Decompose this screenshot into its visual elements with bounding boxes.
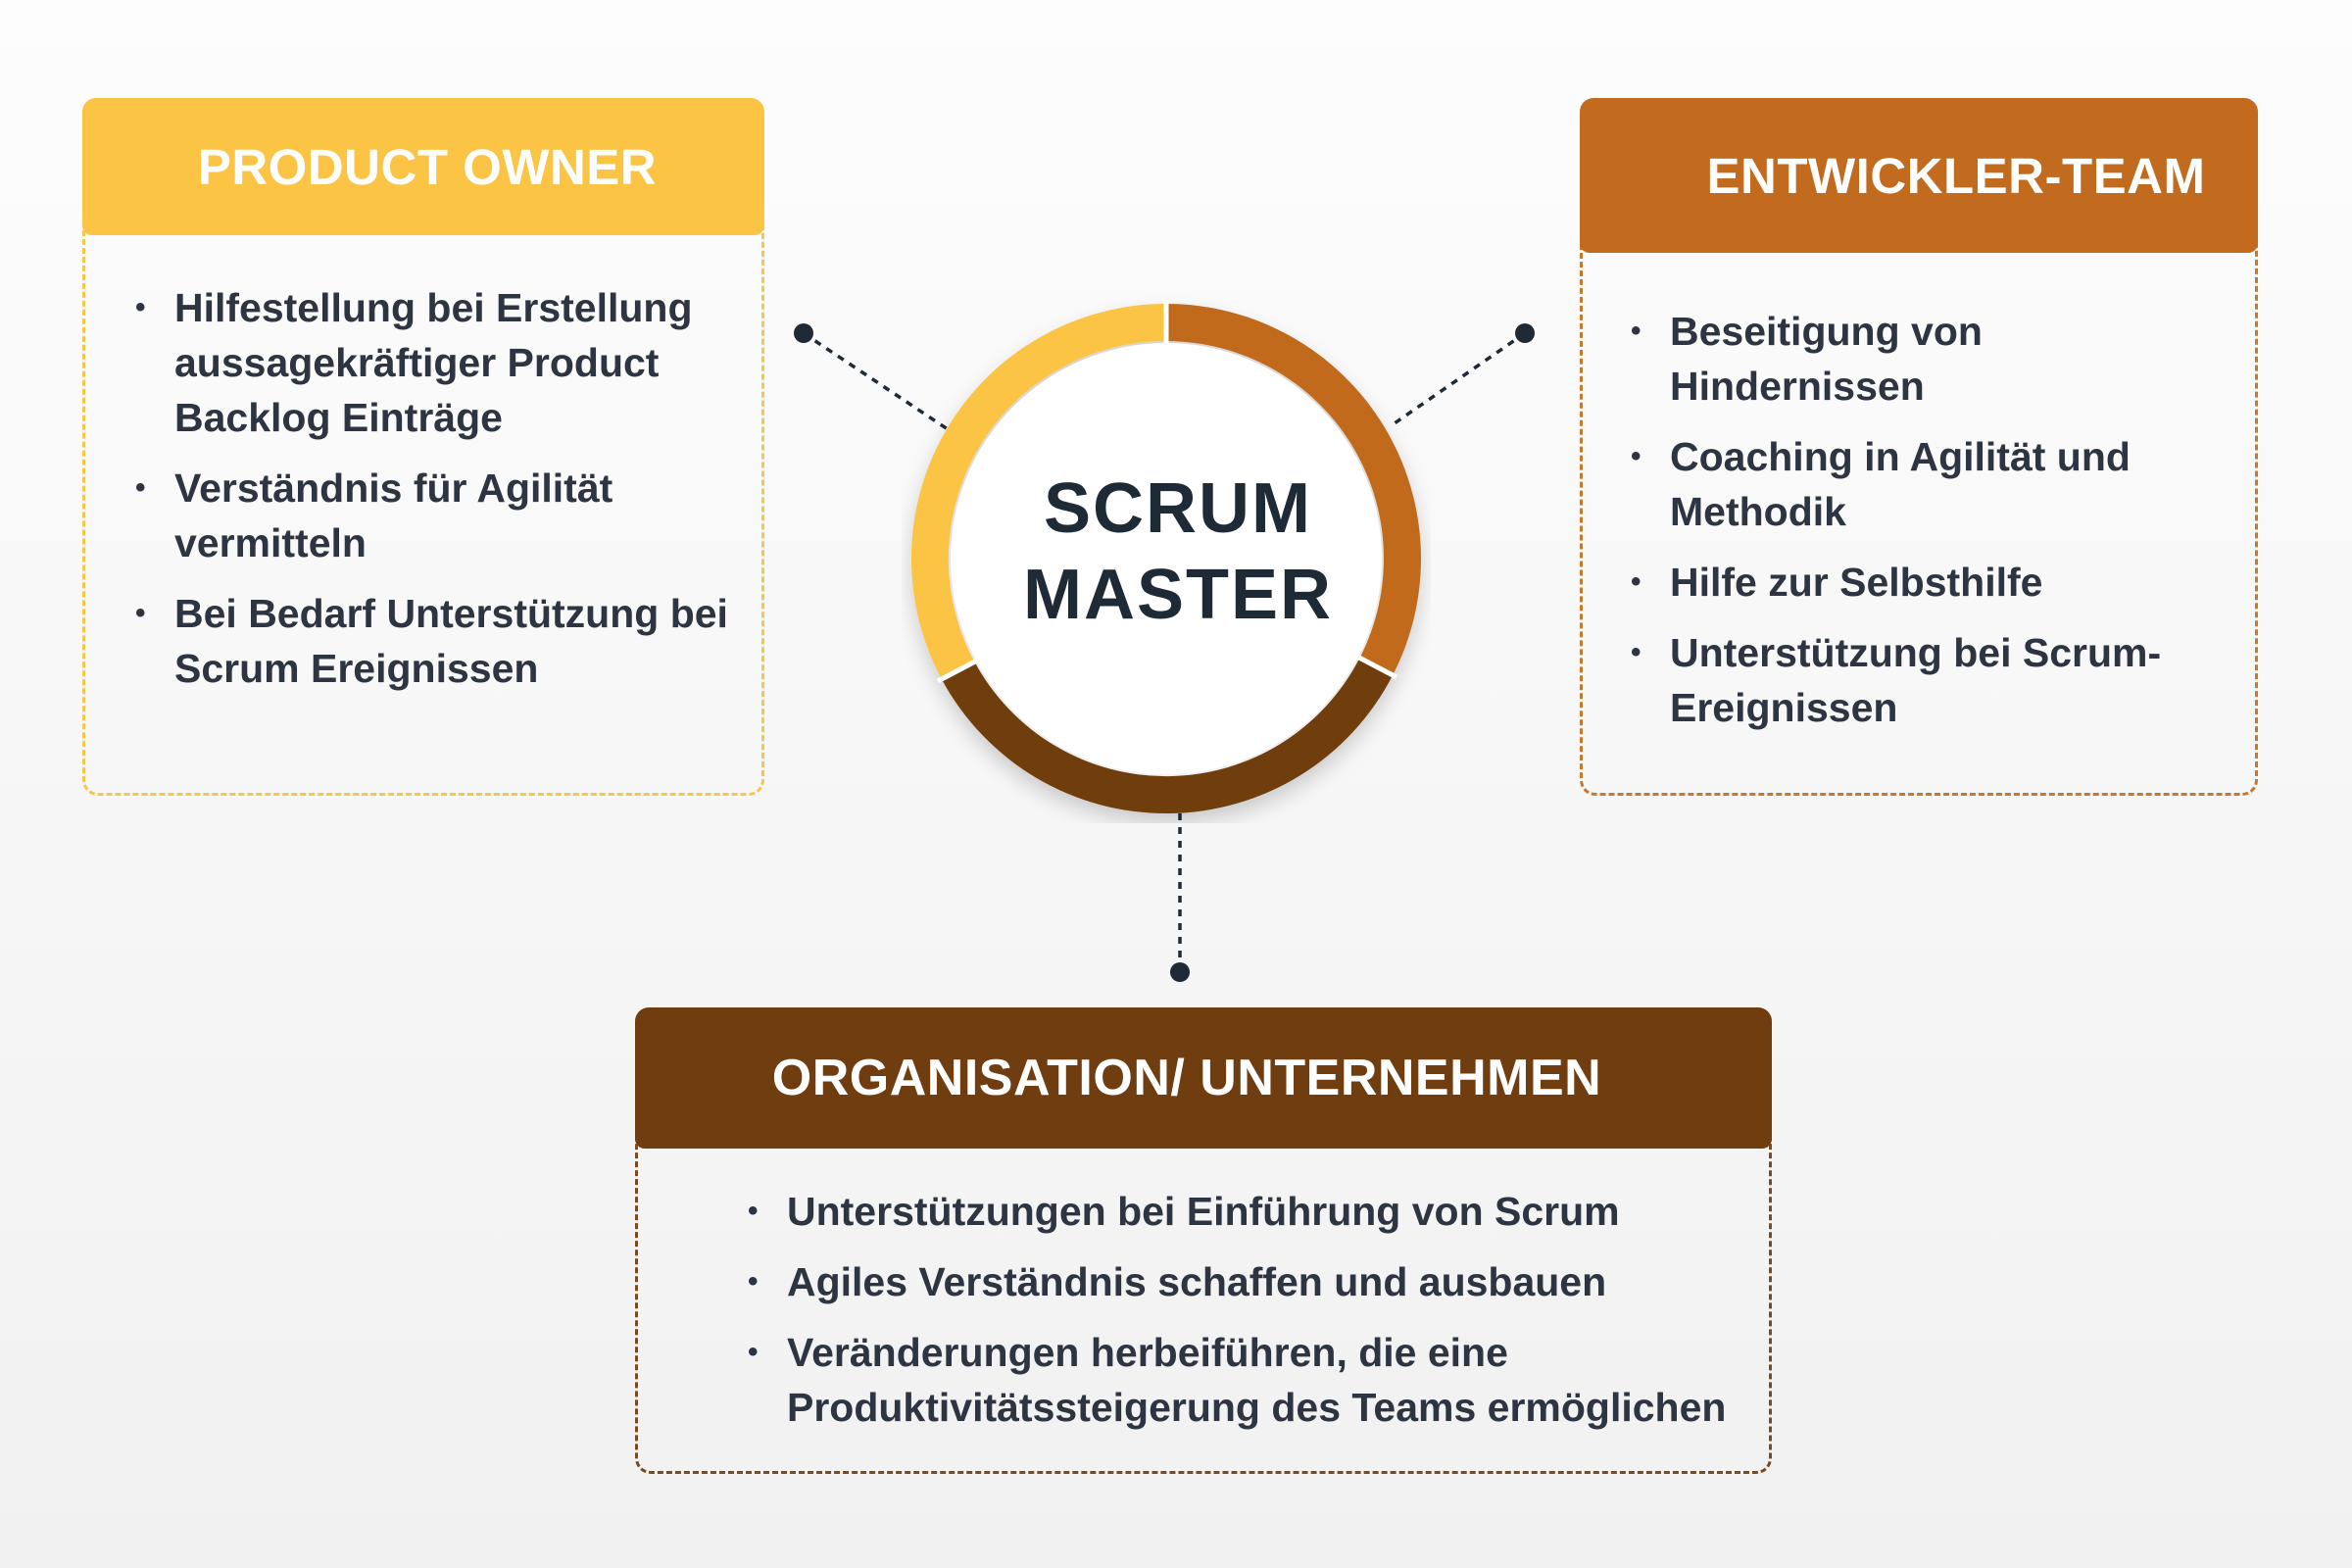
list-item: Hilfestellung bei Erstellung aussagekräf… <box>135 280 753 445</box>
list-item: Bei Bedarf Unterstützung bei Scrum Ereig… <box>135 586 753 696</box>
connector-product-owner <box>803 331 952 433</box>
scrum-master-ring <box>910 300 1422 814</box>
list-item: Unterstützung bei Scrum-Ereignissen <box>1631 625 2238 735</box>
connector-dot-product-owner <box>794 323 813 343</box>
ring-inner-disc <box>951 343 1382 774</box>
dev-team-card: ENTWICKLER-TEAM Beseitigung von Hinderni… <box>1580 98 2258 796</box>
ring-segment-yellow <box>910 304 1166 679</box>
organisation-card-body <box>635 1113 1772 1474</box>
ring-segment-orange <box>1166 304 1422 676</box>
product-owner-card: PRODUCT OWNER Hilfestellung bei Erstellu… <box>82 98 764 796</box>
dev-team-card-body <box>1580 214 2258 796</box>
list-item: Coaching in Agilität und Methodik <box>1631 429 2238 539</box>
organisation-header: ORGANISATION/ UNTERNEHMEN <box>635 1007 1772 1149</box>
list-item: Verständnis für Agilität vermitteln <box>135 461 753 570</box>
ring-gap-left <box>936 658 979 684</box>
list-item: Beseitigung von Hindernissen <box>1631 304 2238 414</box>
list-item: Unterstützungen bei Einführung von Scrum <box>748 1184 1747 1239</box>
dev-team-header: ENTWICKLER-TEAM <box>1580 98 2258 253</box>
organisation-card: ORGANISATION/ UNTERNEHMEN Unterstützunge… <box>635 1007 1772 1474</box>
product-owner-header: PRODUCT OWNER <box>82 98 764 235</box>
connector-dot-dev-team <box>1515 323 1535 343</box>
center-label-line2: MASTER <box>1023 556 1333 634</box>
organisation-list: Unterstützungen bei Einführung von Scrum… <box>748 1184 1747 1450</box>
product-owner-card-body <box>82 200 764 796</box>
list-item: Veränderungen herbeiführen, die eine Pro… <box>748 1325 1747 1435</box>
product-owner-list: Hilfestellung bei Erstellung aussagekräf… <box>135 280 753 711</box>
connector-dot-organisation <box>1170 962 1190 982</box>
list-item: Agiles Verständnis schaffen und ausbauen <box>748 1254 1747 1309</box>
center-label-line1: SCRUM <box>1044 469 1312 548</box>
ring-segment-brown <box>941 658 1394 814</box>
dev-team-list: Beseitigung von Hindernissen Coaching in… <box>1631 304 2238 751</box>
list-item: Hilfe zur Selbsthilfe <box>1631 555 2238 610</box>
ring-gap-right <box>1355 654 1398 680</box>
